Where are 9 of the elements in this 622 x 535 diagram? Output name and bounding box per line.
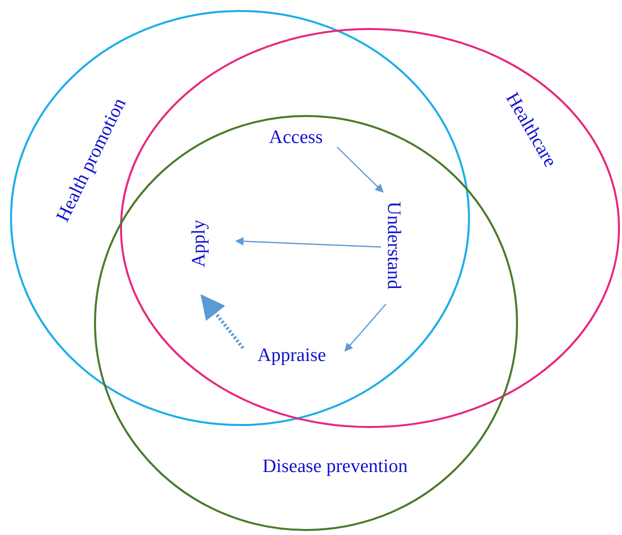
step-label: Understand xyxy=(382,201,404,289)
step-label: Appraise xyxy=(258,346,326,366)
arrow xyxy=(200,294,244,350)
region-label: Disease prevention xyxy=(262,456,408,478)
arrow xyxy=(344,304,386,352)
arrow xyxy=(235,237,382,248)
step-label: Apply xyxy=(189,219,210,267)
arrow xyxy=(336,146,384,193)
step-label: Access xyxy=(269,128,323,148)
